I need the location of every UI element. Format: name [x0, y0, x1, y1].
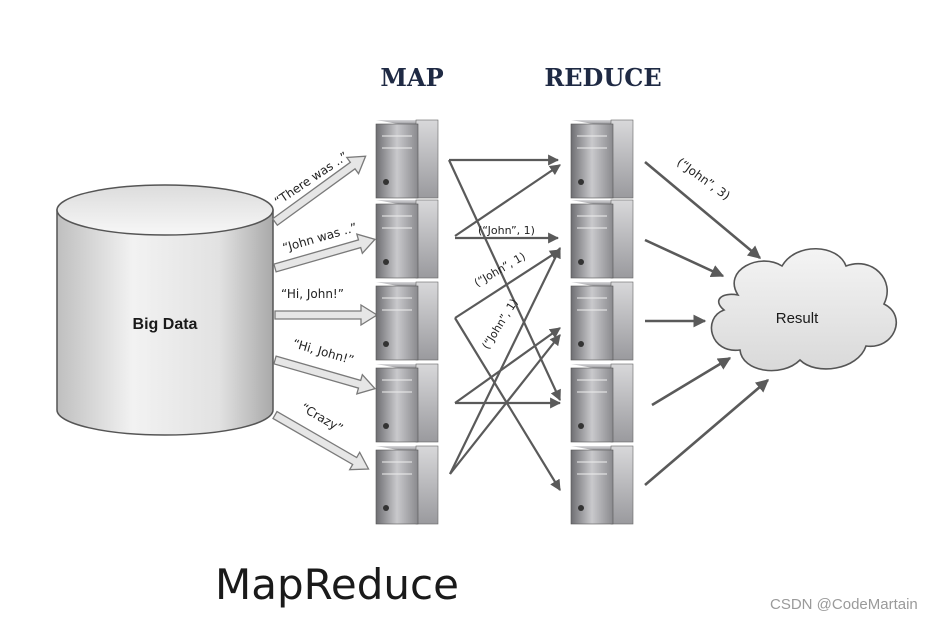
reduce-output-label: (“John”, 3) — [674, 155, 733, 203]
reduce-header: REDUCE — [544, 63, 661, 92]
reduce-server-4-icon — [570, 363, 634, 443]
input-block-arrow-5 — [272, 410, 370, 471]
map-server-1-icon — [375, 119, 439, 199]
input-label-3: “Hi, John!” — [281, 287, 344, 301]
input-block-arrow-1 — [271, 155, 367, 227]
result-cloud-icon — [710, 247, 897, 372]
map-link-2b — [454, 164, 561, 237]
map-server-2-icon — [375, 199, 439, 279]
pair-label-1: (“John”, 1) — [478, 224, 535, 237]
map-server-4-icon — [375, 363, 439, 443]
reduce-server-3-icon — [570, 281, 634, 361]
diagram-caption: MapReduce — [215, 560, 459, 609]
map-header: MAP — [380, 63, 443, 92]
map-link-5b — [449, 334, 561, 475]
result-label: Result — [776, 310, 819, 327]
big-data-database-icon — [56, 184, 274, 436]
pair-label-2: (“John”, 1) — [472, 250, 528, 290]
reduce-link-4 — [651, 356, 732, 407]
reduce-link-1 — [644, 161, 761, 259]
map-link-4b — [454, 327, 561, 404]
map-server-3-icon — [375, 281, 439, 361]
reduce-link-5 — [644, 379, 769, 486]
input-block-arrow-3 — [274, 303, 379, 327]
map-server-5-icon — [375, 445, 439, 525]
reduce-server-2-icon — [570, 199, 634, 279]
map-link-3a — [454, 249, 561, 319]
input-block-arrow-4 — [273, 355, 377, 395]
reduce-server-1-icon — [570, 119, 634, 199]
reduce-server-5-icon — [570, 445, 634, 525]
map-link-5a — [449, 247, 561, 475]
input-block-arrow-2 — [273, 233, 377, 273]
watermark: CSDN @CodeMartain — [770, 596, 918, 613]
big-data-label: Big Data — [133, 316, 198, 333]
reduce-link-2 — [644, 238, 725, 278]
